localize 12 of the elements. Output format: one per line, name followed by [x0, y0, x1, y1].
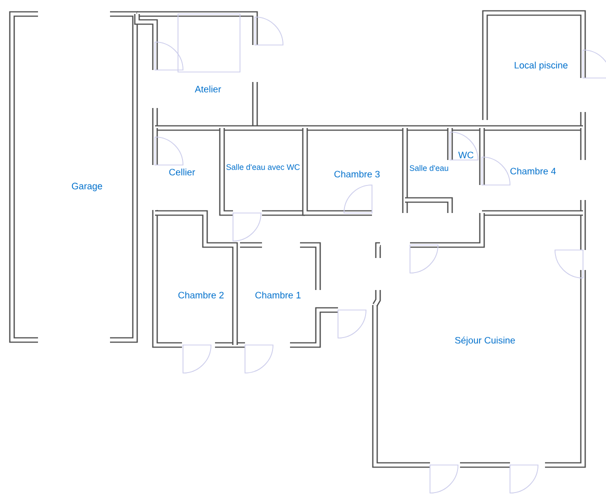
room-label: Chambre 2 — [178, 292, 224, 298]
room-label: Cellier — [169, 168, 196, 176]
room-label: WC — [458, 152, 474, 158]
room-label: Chambre 1 — [255, 292, 301, 298]
room-label: Garage — [72, 182, 102, 192]
room-label: Chambre 4 — [510, 168, 556, 174]
room-label: Séjour Cuisine — [455, 336, 515, 346]
room-label: Atelier — [194, 86, 222, 92]
room-label: Local piscine — [514, 62, 568, 70]
room-label: Salle d'eau — [410, 165, 448, 171]
room-label: Salle d'eau avec WC — [226, 164, 300, 170]
room-label: Chambre 3 — [334, 170, 380, 178]
